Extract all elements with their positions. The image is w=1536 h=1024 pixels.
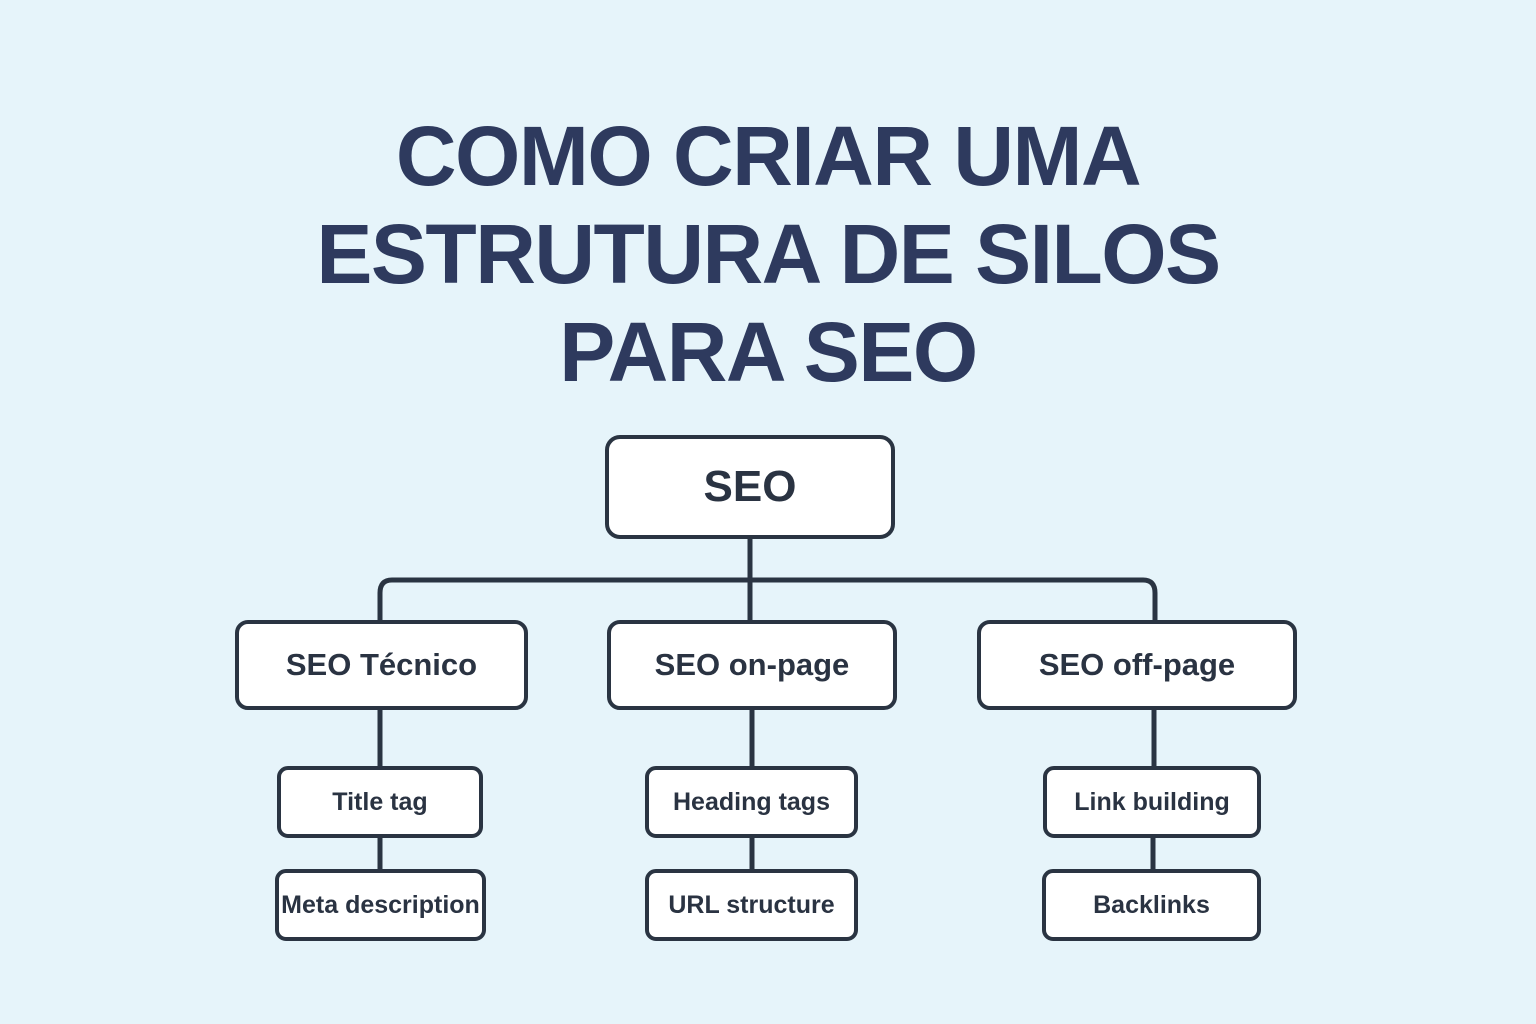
title-line: ESTRUTURA DE SILOS [316,207,1221,301]
title-line: PARA SEO [559,305,978,399]
node-seo-off-page-label: SEO off-page [1038,647,1236,682]
node-seo-label: SEO [703,462,797,511]
node-heading-tags-label: Heading tags [673,787,830,816]
node-seo-on-page: SEO on-page [607,620,897,710]
node-url-structure-label: URL structure [668,890,835,919]
node-seo-off-page: SEO off-page [977,620,1297,710]
node-link-building-label: Link building [1074,787,1230,816]
node-link-building: Link building [1043,766,1261,838]
node-backlinks: Backlinks [1042,869,1261,941]
page-title: COMO CRIAR UMA ESTRUTURA DE SILOS PARA S… [0,107,1536,401]
node-seo-tecnico-label: SEO Técnico [285,647,478,682]
node-meta-description-label: Meta description [281,890,480,919]
node-seo-on-page-label: SEO on-page [654,647,850,682]
node-url-structure: URL structure [645,869,858,941]
node-seo: SEO [605,435,895,539]
node-heading-tags: Heading tags [645,766,858,838]
node-seo-tecnico: SEO Técnico [235,620,528,710]
title-line: COMO CRIAR UMA [395,109,1142,203]
node-meta-description: Meta description [275,869,486,941]
node-title-tag-label: Title tag [332,787,428,816]
node-backlinks-label: Backlinks [1093,890,1210,919]
connector-bracket [377,577,1158,622]
node-title-tag: Title tag [277,766,483,838]
